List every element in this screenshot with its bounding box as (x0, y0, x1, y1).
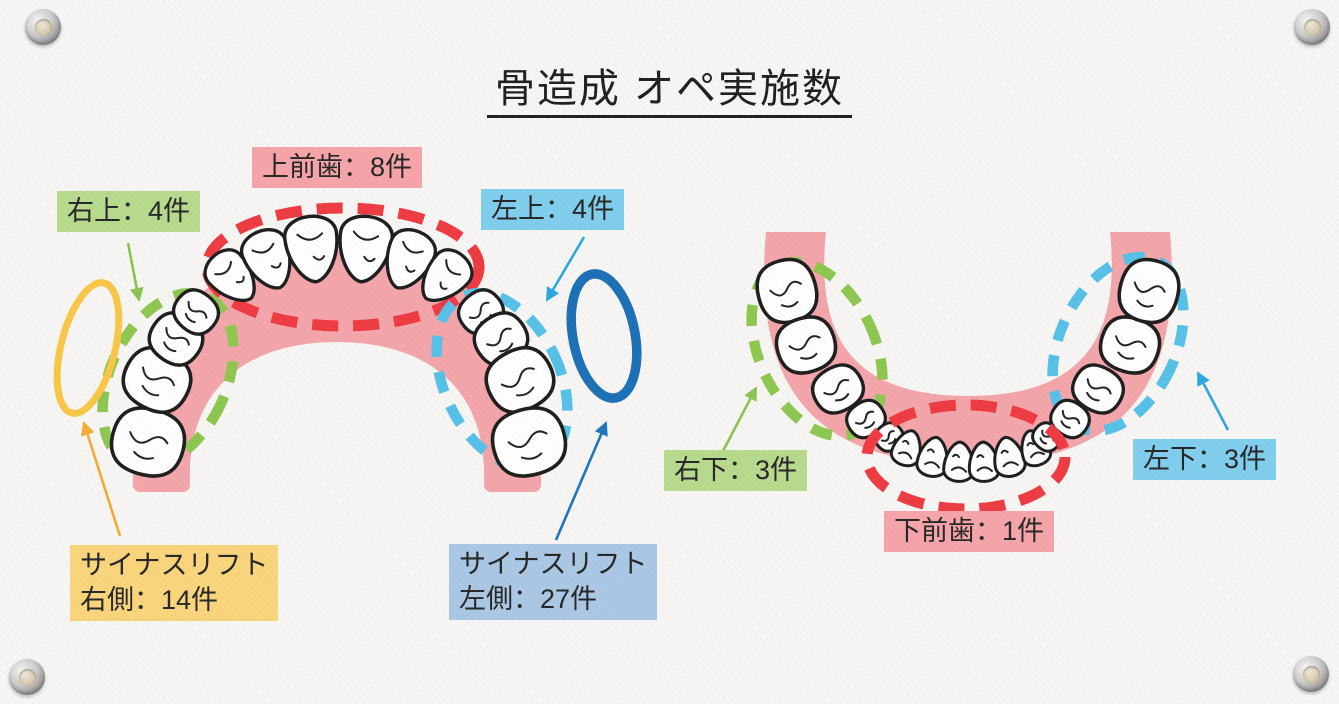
sinus-right-label-line1: サイナスリフト (80, 550, 269, 580)
upper-right-arrow (126, 242, 144, 302)
tooth (109, 406, 187, 478)
tooth (1071, 363, 1125, 415)
tooth (1098, 315, 1162, 375)
page-title: 骨造成 オペ実施数 (0, 56, 1339, 118)
sinus-left-arrow (554, 421, 608, 541)
tooth (385, 228, 437, 290)
tooth (993, 435, 1027, 478)
lower-left-arrow (1196, 371, 1230, 431)
upper-left-arrow (545, 236, 586, 302)
sinus-right-label: サイナスリフト 右側：14件 (70, 545, 279, 621)
tooth (240, 228, 292, 290)
sinus-left-label-line1: サイナスリフト (459, 549, 648, 579)
tooth (421, 248, 474, 302)
tooth (338, 214, 395, 284)
tooth (890, 429, 922, 468)
sinus-left-ellipse (566, 269, 642, 403)
sinus-right-label-line2: 右側：14件 (80, 585, 219, 615)
upper-right-label: 右上：4件 (57, 191, 201, 232)
upper-teeth (109, 214, 568, 478)
upper-front-label: 上前歯：8件 (252, 147, 423, 188)
upper-jaw-illustration (53, 202, 642, 541)
lower-right-label: 右下：3件 (664, 450, 808, 491)
lower-right-arrow (721, 386, 758, 452)
sinus-left-label: サイナスリフト 左側：27件 (449, 544, 658, 620)
tooth (915, 435, 949, 478)
upper-front-region-ellipse (201, 202, 485, 332)
tooth (774, 315, 838, 375)
upper-gum (132, 250, 542, 492)
sinus-right-ellipse (53, 279, 123, 417)
corner-screw-bottom-right (1293, 656, 1329, 692)
tooth (1117, 257, 1181, 325)
tooth (282, 214, 339, 284)
sinus-left-label-line2: 左側：27件 (459, 584, 598, 614)
lower-front-region-ellipse (861, 399, 1071, 515)
tooth (811, 363, 865, 415)
lower-jaw-illustration (721, 232, 1230, 515)
sinus-right-arrow (80, 421, 122, 537)
tooth (755, 257, 819, 325)
tooth (490, 406, 568, 478)
lower-teeth (755, 257, 1181, 483)
upper-left-label: 左上：4件 (481, 189, 625, 230)
corner-screw-top-right (1294, 9, 1330, 45)
lower-front-label: 下前歯：1件 (884, 511, 1055, 552)
corner-screw-bottom-left (9, 659, 45, 695)
tooth (967, 440, 1001, 483)
lower-left-label: 左下：3件 (1133, 439, 1277, 480)
tooth (942, 440, 976, 483)
corner-screw-top-left (25, 9, 61, 45)
